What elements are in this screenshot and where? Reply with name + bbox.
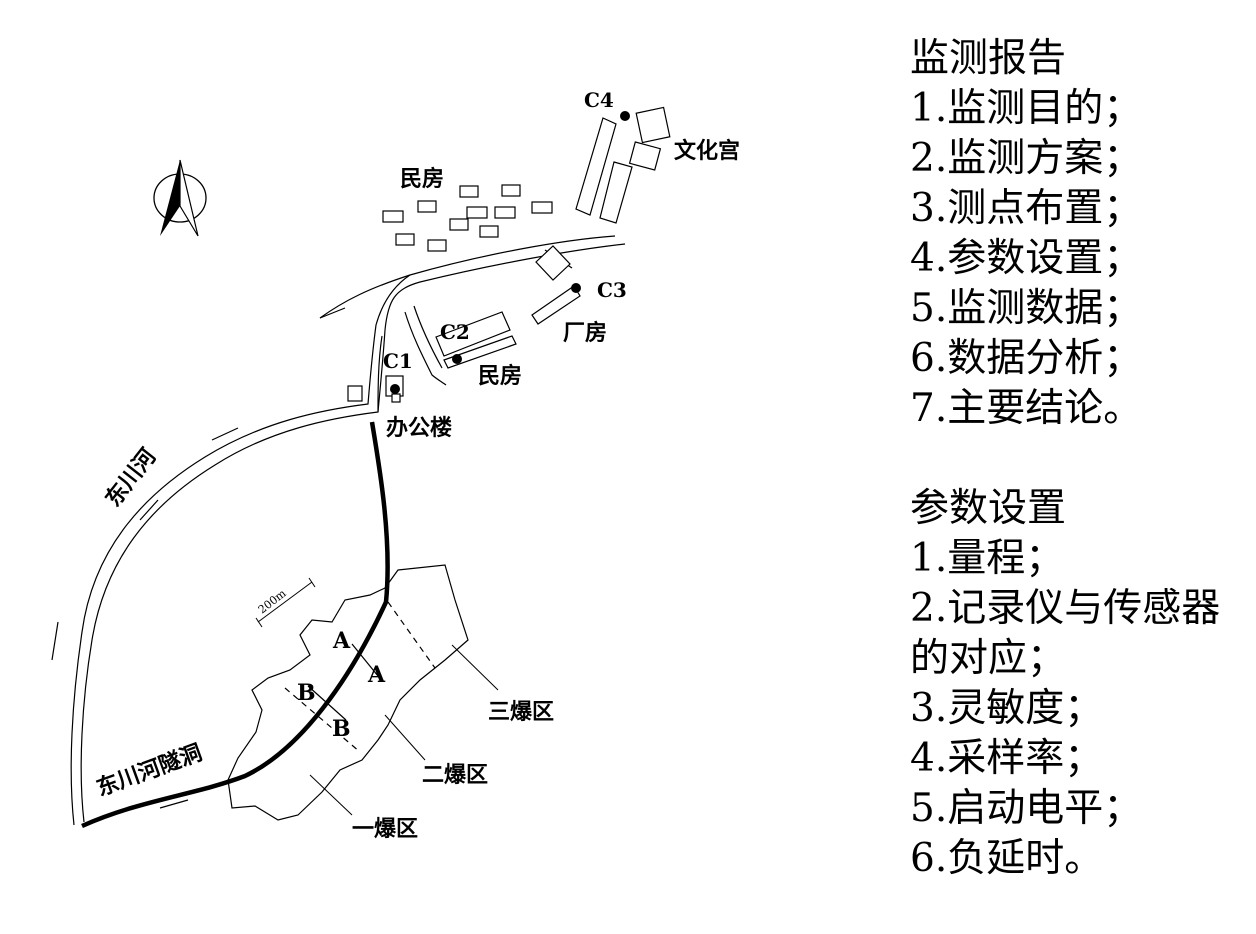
point-c3-label: C3 [597, 278, 627, 302]
point-c3-marker [571, 283, 581, 293]
tunnel [81, 421, 390, 829]
point-c2-marker [452, 354, 462, 364]
label-zone3: 三爆区 [488, 699, 554, 725]
label-river: 东川河 [100, 444, 161, 512]
site-map: 200m C1 C2 C3 C4 民房 文化宫 厂房 民房 办公楼 东川河 东川… [51, 88, 740, 842]
params-section: 参数设置 1.量程； 2.记录仪与传感器的对应； 3.灵敏度； 4.采样率； 5… [910, 484, 1250, 884]
measurement-points [390, 111, 630, 394]
params-item: 2.记录仪与传感器的对应； [910, 586, 1221, 681]
point-c1-label: C1 [383, 349, 413, 373]
report-item: 3.测点布置； [910, 186, 1143, 231]
params-item: 6.负延时。 [910, 836, 1104, 881]
label-residential-mid: 民房 [478, 363, 522, 389]
point-c4-label: C4 [584, 88, 614, 112]
text-panel: 监测报告 1.监测目的； 2.监测方案； 3.测点布置； 4.参数设置； 5.监… [910, 34, 1250, 934]
report-item: 1.监测目的； [910, 86, 1143, 131]
buildings-residential-top [382, 184, 553, 252]
label-factory: 厂房 [563, 320, 607, 346]
params-item: 1.量程； [910, 536, 1065, 581]
blast-zones [227, 564, 469, 821]
report-item: 5.监测数据； [910, 286, 1143, 331]
section-b-right: B [332, 716, 351, 742]
label-zone1: 一爆区 [352, 816, 418, 842]
point-c1-marker [390, 384, 400, 394]
buildings-culture-palace [575, 106, 671, 224]
params-item: 5.启动电平； [910, 786, 1143, 831]
params-item: 3.灵敏度； [910, 686, 1104, 731]
buildings-factory [531, 245, 581, 325]
report-title: 监测报告 [910, 36, 1067, 81]
report-item: 7.主要结论。 [910, 386, 1143, 431]
north-arrow-icon [153, 159, 207, 237]
river [51, 235, 626, 826]
report-item: 6.数据分析； [910, 336, 1143, 381]
section-a-left: A [332, 628, 351, 654]
section-a-right: A [367, 662, 386, 688]
point-c4-marker [620, 111, 630, 121]
point-c2-label: C2 [440, 320, 470, 344]
report-item: 4.参数设置； [910, 236, 1143, 281]
leader-lines [309, 644, 499, 816]
label-zone2: 二爆区 [422, 762, 488, 788]
section-b-left: B [297, 680, 316, 706]
params-item: 4.采样率； [910, 736, 1104, 781]
section-lines [307, 643, 379, 721]
label-culture-palace: 文化宫 [674, 138, 740, 164]
label-residential-top: 民房 [400, 166, 444, 192]
label-office: 办公楼 [386, 415, 452, 441]
params-title: 参数设置 [910, 486, 1067, 531]
report-section: 监测报告 1.监测目的； 2.监测方案； 3.测点布置； 4.参数设置； 5.监… [910, 34, 1250, 434]
scale-bar [255, 577, 316, 628]
buildings-residential-mid [435, 311, 517, 369]
report-item: 2.监测方案； [910, 136, 1143, 181]
